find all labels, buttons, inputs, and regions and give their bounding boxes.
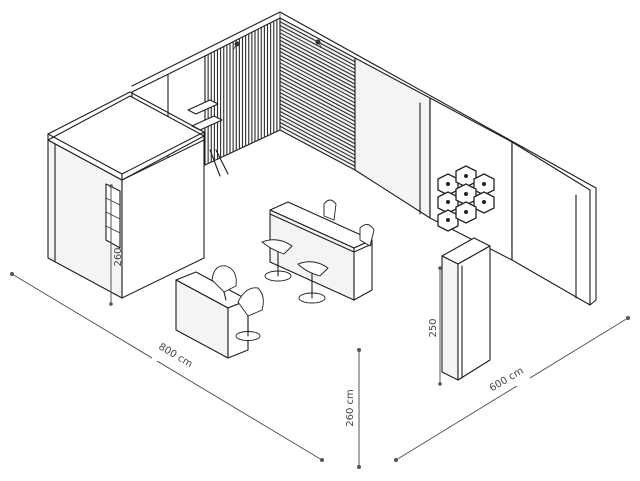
tower-height-label: 250 (428, 318, 439, 337)
storage-cabin: 260 (47, 91, 205, 306)
low-counter (175, 271, 249, 359)
storage-height-label: 260 (113, 247, 124, 266)
wall-shelves (187, 99, 229, 177)
slatted-wall-left (204, 17, 281, 166)
cube-shelf (437, 165, 495, 232)
wall-height-label: 260 cm (345, 389, 356, 427)
bar-stools (261, 199, 375, 304)
display-tower: 250 (428, 237, 491, 386)
width-dimension: 800 cm (10, 272, 324, 462)
lounge-chairs (211, 265, 264, 341)
slatted-wall-right (279, 17, 356, 171)
spot-lights (232, 39, 323, 51)
wall-height-dimension: 260 cm (345, 348, 361, 469)
